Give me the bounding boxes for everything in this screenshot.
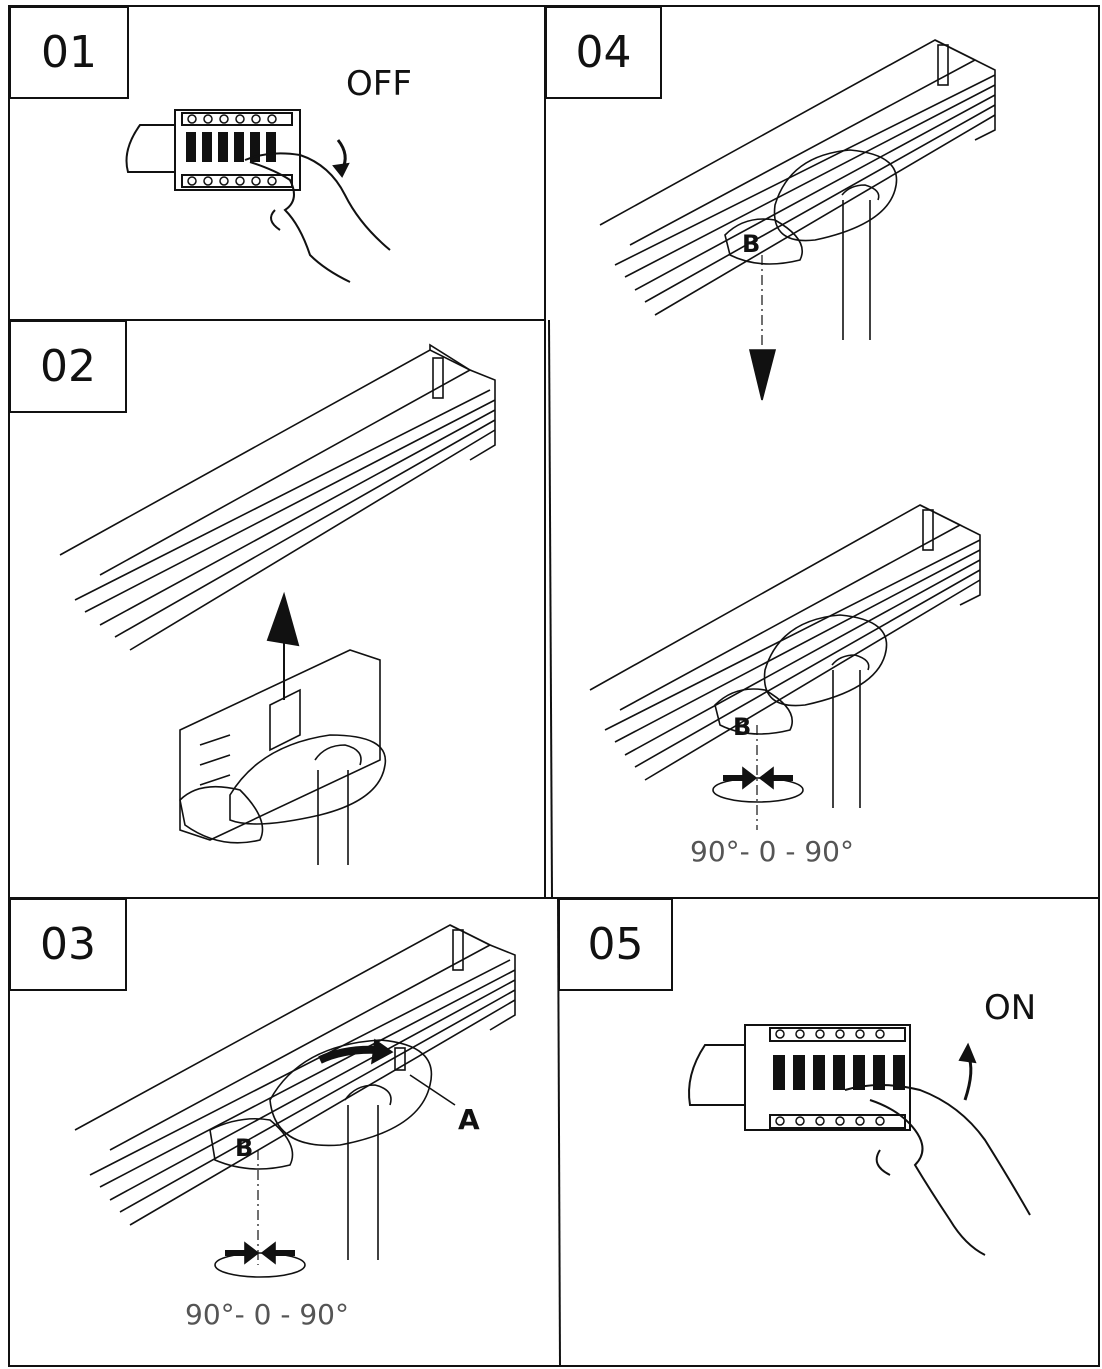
angle-caption-step04: 90°- 0 - 90° bbox=[690, 835, 854, 868]
step-number-03: 03 bbox=[9, 898, 127, 991]
part-label-b-step04-bottom: B bbox=[733, 713, 752, 741]
part-label-a: A bbox=[458, 1103, 480, 1136]
track-rail-step03 bbox=[74, 924, 516, 1226]
track-rail-step02 bbox=[59, 343, 496, 651]
part-label-b-step03: B bbox=[235, 1134, 254, 1162]
breaker-off-illustration bbox=[125, 109, 391, 283]
panel-borders bbox=[8, 5, 1100, 1367]
adapter-step02 bbox=[179, 649, 387, 865]
step-number-01: 01 bbox=[9, 6, 129, 99]
step-number-04: 04 bbox=[545, 6, 662, 99]
track-rail-step04-bottom bbox=[589, 504, 981, 781]
part-label-b-step04-top: B bbox=[742, 230, 761, 258]
on-caption: ON bbox=[984, 988, 1037, 1028]
adapter-step03 bbox=[209, 1038, 456, 1278]
step-number-05: 05 bbox=[558, 898, 673, 991]
angle-caption-step03: 90°- 0 - 90° bbox=[185, 1298, 349, 1331]
arrow-up-step02 bbox=[266, 591, 300, 700]
track-rail-step04-top bbox=[599, 39, 996, 316]
breaker-on-illustration bbox=[688, 1024, 1031, 1256]
step-number-02: 02 bbox=[9, 320, 127, 413]
adapter-step04-top bbox=[724, 149, 898, 401]
adapter-step04-bottom bbox=[712, 614, 888, 830]
off-caption: OFF bbox=[346, 64, 412, 104]
